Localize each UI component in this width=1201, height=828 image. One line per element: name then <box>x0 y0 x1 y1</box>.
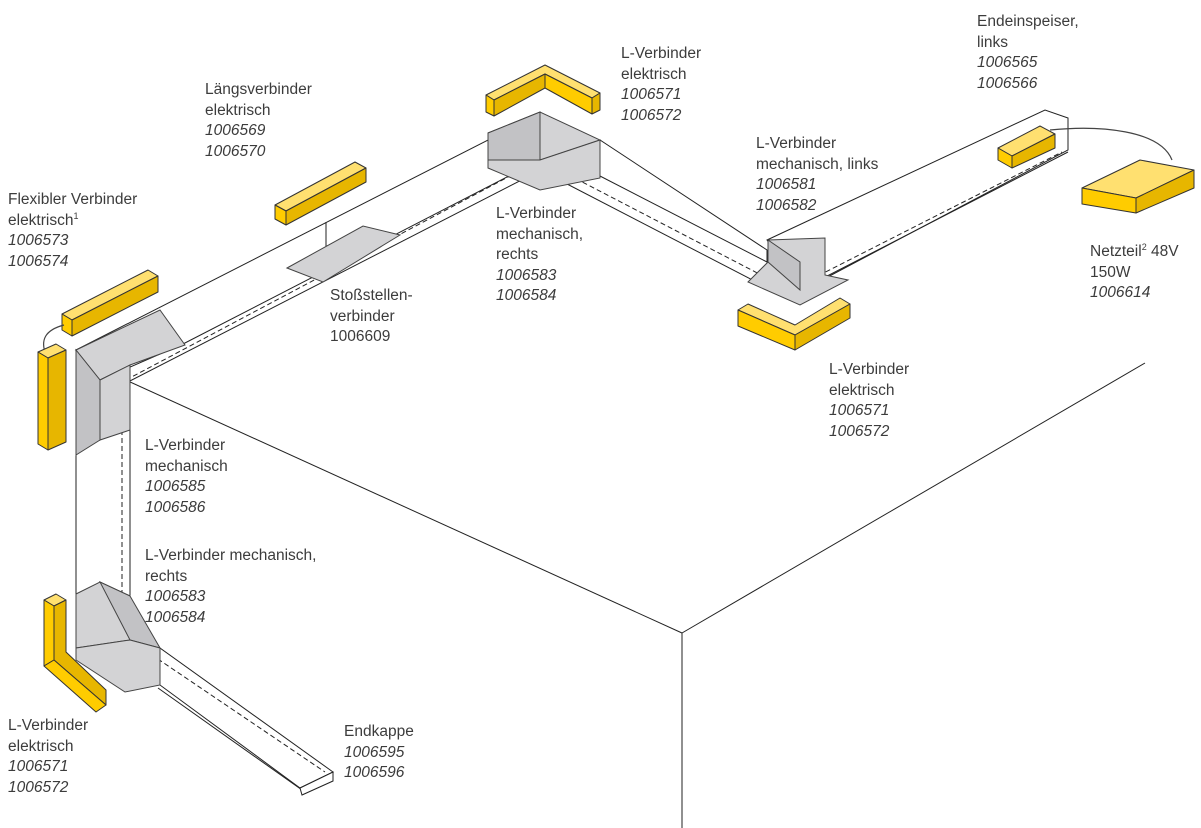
label-l-verbinder-mechanisch-rechts-bottom: L-Verbinder mechanisch, rechts 1006583 1… <box>145 547 317 626</box>
flex-connector-vertical-icon <box>37 343 67 451</box>
power-cable-icon <box>1049 127 1173 161</box>
mech-connector-middle <box>747 237 850 306</box>
label-endkappe: Endkappe 1006595 1006596 <box>344 723 414 781</box>
mech-connector-left-bottom <box>75 580 162 693</box>
mech-connector-left-top <box>75 309 186 456</box>
flex-connector-top-icon <box>61 269 159 337</box>
label-laengsverbinder: Längsverbinder elektrisch 1006569 100657… <box>205 81 312 160</box>
label-l-verbinder-elektrisch-top: L-Verbinder elektrisch 1006571 1006572 <box>621 45 702 124</box>
label-l-verbinder-mechanisch: L-Verbinder mechanisch 1006585 1006586 <box>145 437 228 516</box>
label-endeinspeiser: Endeinspeiser, links 1006565 1006566 <box>977 13 1079 92</box>
label-l-verbinder-mechanisch-rechts-top: L-Verbinder mechanisch, rechts 1006583 1… <box>496 205 584 304</box>
label-l-verbinder-mechanisch-links: L-Verbinder mechanisch, links 1006581 10… <box>756 135 879 214</box>
mech-connector-top <box>487 111 602 191</box>
label-flexibler-verbinder: Flexibler Verbinder elektrisch1 1006573 … <box>8 191 138 270</box>
label-stossstellenverbinder: Stoßstellen- verbinder 1006609 <box>330 287 413 345</box>
label-netzteil: Netzteil2 48V 150W 1006614 <box>1090 241 1179 301</box>
label-l-verbinder-elektrisch-right: L-Verbinder elektrisch 1006571 1006572 <box>829 361 910 440</box>
laengsverbinder-icon <box>274 161 367 226</box>
netzteil-icon <box>1081 159 1195 214</box>
l-connector-electric-right-icon <box>737 297 851 351</box>
l-connector-electric-bottom-icon <box>43 593 107 713</box>
endeinspeiser-icon <box>997 125 1056 169</box>
label-l-verbinder-elektrisch-bottom: L-Verbinder elektrisch 1006571 1006572 <box>8 717 89 796</box>
room-edges <box>127 362 1146 828</box>
stoss-connector <box>285 225 402 283</box>
l-connector-electric-top-icon <box>485 64 601 117</box>
